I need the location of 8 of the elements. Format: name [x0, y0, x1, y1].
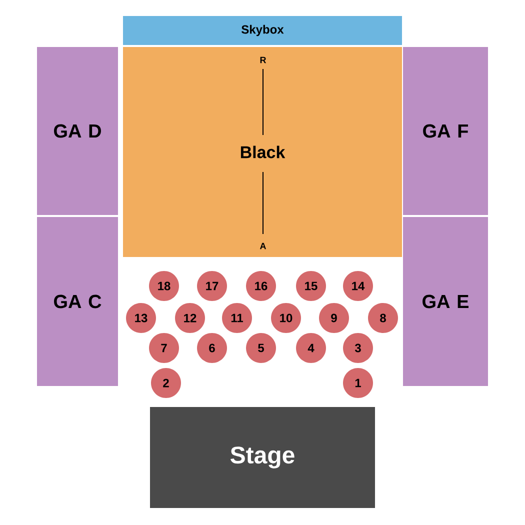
stage: Stage	[150, 407, 375, 508]
general-admission-section: GA E	[403, 217, 488, 386]
row-label: A	[260, 242, 266, 250]
general-admission-section: GA D	[37, 47, 118, 215]
row-label: R	[260, 56, 266, 64]
general-admission-section: GA C	[37, 217, 118, 386]
skybox-section: Skybox	[123, 16, 402, 45]
general-admission-section: GA F	[403, 47, 488, 215]
